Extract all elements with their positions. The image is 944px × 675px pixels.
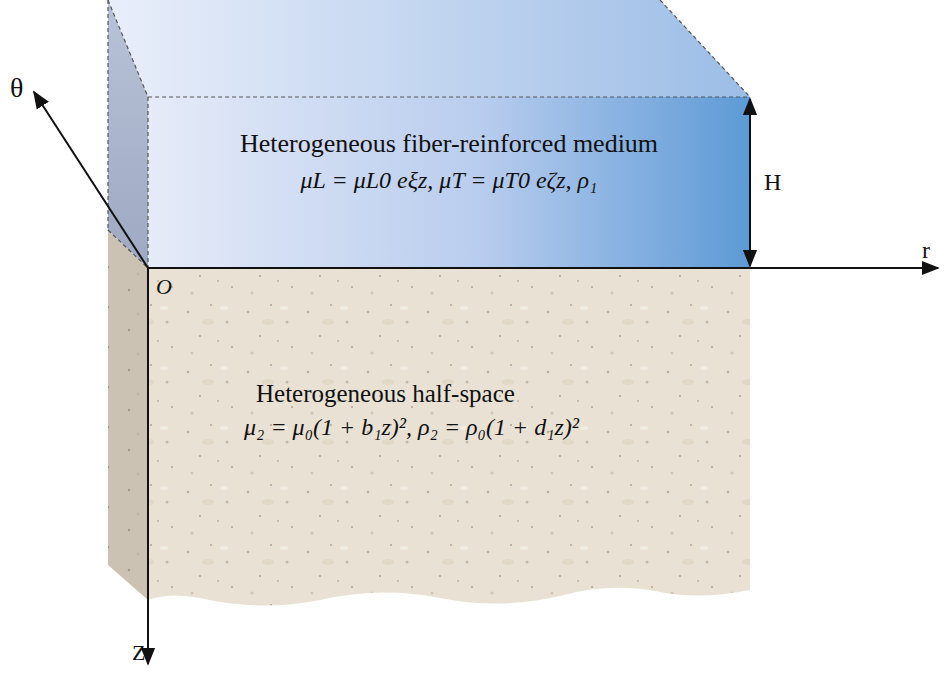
- half-space-region: Heterogeneous half-space μ₂ = μ₀(1 + b₁z)…: [148, 268, 750, 588]
- region-title: Heterogeneous half-space: [256, 380, 515, 408]
- material-formula: μ₂ = μ₀(1 + b₁z)², ρ₂ = ρ₀(1 + d₁z)²: [244, 414, 579, 441]
- layer-top: [108, 0, 750, 97]
- half-space-front: [148, 268, 750, 606]
- layer-front: [148, 97, 750, 268]
- half-space-side: [108, 230, 148, 600]
- region-title: Heterogeneous fiber-reinforced medium: [240, 129, 658, 159]
- origin-label: O: [156, 276, 172, 298]
- material-formula: μL = μL0 eξz, μT = μT0 eζz, ρ₁: [301, 167, 598, 194]
- thickness-arrow: [749, 99, 751, 266]
- theta-axis-label: θ: [10, 74, 23, 102]
- r-axis-label: r: [922, 238, 930, 262]
- thickness-label: H: [764, 170, 781, 194]
- axes: [34, 92, 938, 664]
- layer-region: Heterogeneous fiber-reinforced medium μL …: [148, 97, 750, 268]
- layer-side: [108, 0, 148, 268]
- layer-edges: [108, 0, 750, 268]
- z-axis-label: Z: [132, 642, 145, 664]
